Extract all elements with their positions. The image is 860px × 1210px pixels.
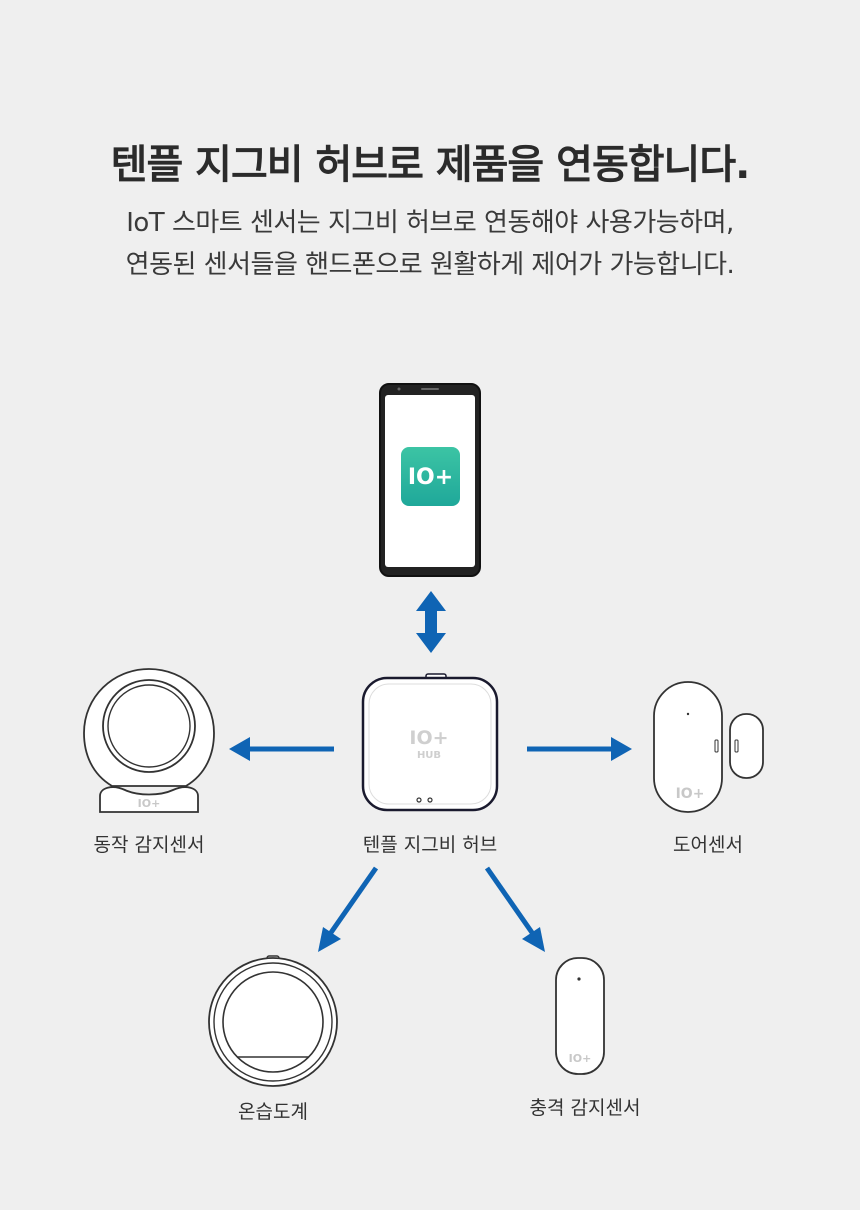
app-icon[interactable]: IO+	[401, 447, 460, 506]
subtitle-line-2: 연동된 센서들을 핸드폰으로 원활하게 제어가 가능합니다.	[125, 250, 735, 280]
vibration-sensor-label: 충격 감지센서	[529, 1097, 641, 1119]
motion-sensor: IO+	[83, 668, 215, 813]
door-logo-text: IO+	[676, 786, 705, 802]
zigbee-hub: IO+ HUB	[361, 673, 499, 812]
hub-thermo-arrow	[318, 866, 379, 952]
hub-vibration-arrow	[484, 866, 545, 952]
page-title: 텐플 지그비 허브로 제품을 연동합니다.	[110, 142, 751, 188]
motion-logo-text: IO+	[138, 797, 161, 810]
thermo-hygrometer-label: 온습도계	[238, 1101, 308, 1123]
hub-door-arrow	[527, 737, 632, 761]
app-logo-text: IO+	[408, 465, 453, 490]
hub-label: 텐플 지그비 허브	[362, 834, 498, 856]
door-sensor: IO+	[653, 681, 764, 813]
vibration-logo-text: IO+	[569, 1052, 592, 1065]
hub-logo-text: IO+	[409, 727, 448, 749]
subtitle-line-1: IoT 스마트 센서는 지그비 허브로 연동해야 사용가능하며,	[126, 208, 734, 238]
vibration-sensor: IO+	[555, 957, 605, 1075]
thermo-hygrometer	[208, 955, 338, 1087]
hub-sub-text: HUB	[417, 750, 441, 761]
hub-motion-arrow	[229, 737, 334, 761]
smartphone: IO+	[379, 383, 481, 577]
phone-hub-arrow	[416, 591, 446, 653]
motion-sensor-label: 동작 감지센서	[93, 834, 205, 856]
door-sensor-label: 도어센서	[673, 834, 743, 856]
page-subtitle: IoT 스마트 센서는 지그비 허브로 연동해야 사용가능하며, 연동된 센서들…	[0, 202, 860, 286]
